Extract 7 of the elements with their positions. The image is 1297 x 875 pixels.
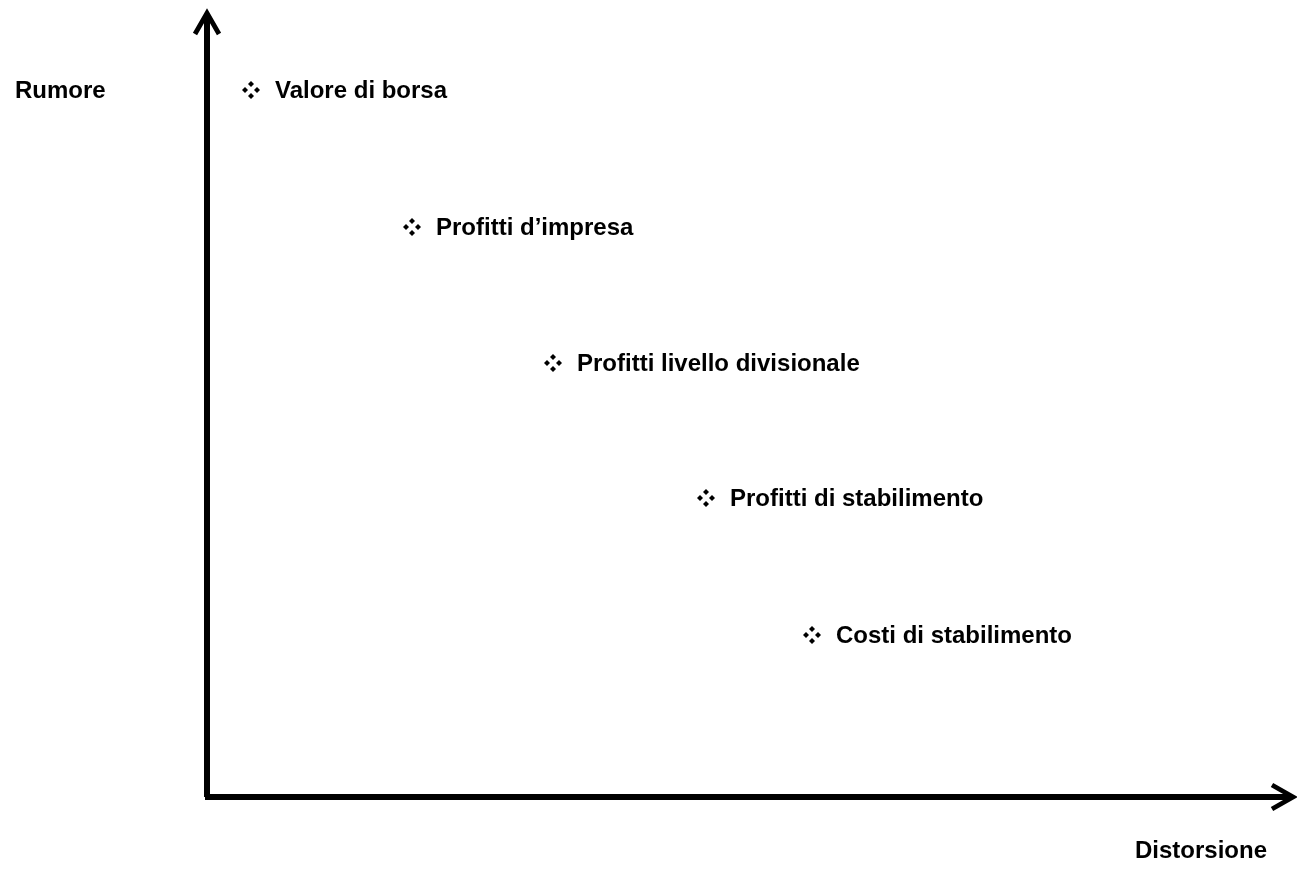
- list-item-text: Profitti d’impresa: [436, 212, 634, 242]
- list-item-text: Valore di borsa: [275, 75, 448, 105]
- axis-label: Distorsione: [1135, 835, 1268, 865]
- list-item-text: Profitti di stabilimento: [730, 483, 984, 513]
- list-item-text: Costi di stabilimento: [836, 620, 1072, 650]
- list-item-text: Profitti livello divisionale: [577, 348, 860, 378]
- axis-label: Rumore: [15, 75, 106, 105]
